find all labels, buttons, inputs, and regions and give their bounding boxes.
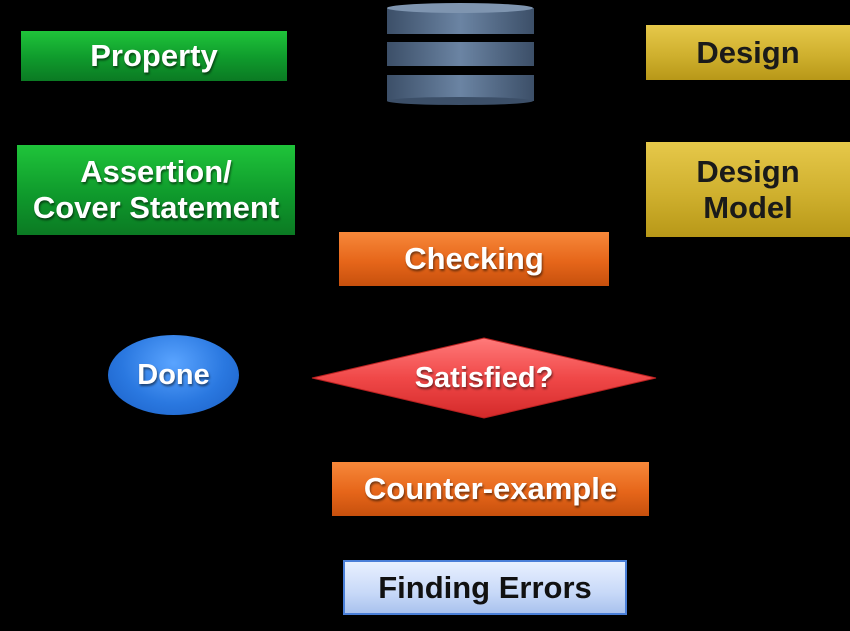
design-model-box: Design Model xyxy=(646,142,850,237)
design-box: Design xyxy=(646,25,850,80)
assertion-label-line1: Assertion/ xyxy=(80,154,232,190)
design-model-label-line2: Model xyxy=(703,189,793,225)
checking-box: Checking xyxy=(339,232,609,286)
finding-errors-box: Finding Errors xyxy=(343,560,627,615)
counter-example-box: Counter-example xyxy=(332,462,649,516)
satisfied-label: Satisfied? xyxy=(414,361,554,394)
design-model-label-line1: Design xyxy=(696,153,800,189)
checking-label: Checking xyxy=(404,241,544,277)
done-ellipse: Done xyxy=(108,335,239,415)
assertion-box: Assertion/ Cover Statement xyxy=(17,145,295,235)
property-label: Property xyxy=(90,38,218,74)
done-label: Done xyxy=(137,358,210,391)
design-label: Design xyxy=(696,34,800,70)
finding-errors-label: Finding Errors xyxy=(378,569,592,605)
counter-example-label: Counter-example xyxy=(363,471,618,507)
property-box: Property xyxy=(21,31,287,81)
assertion-label-line2: Cover Statement xyxy=(32,190,280,225)
database-stack xyxy=(387,3,534,105)
